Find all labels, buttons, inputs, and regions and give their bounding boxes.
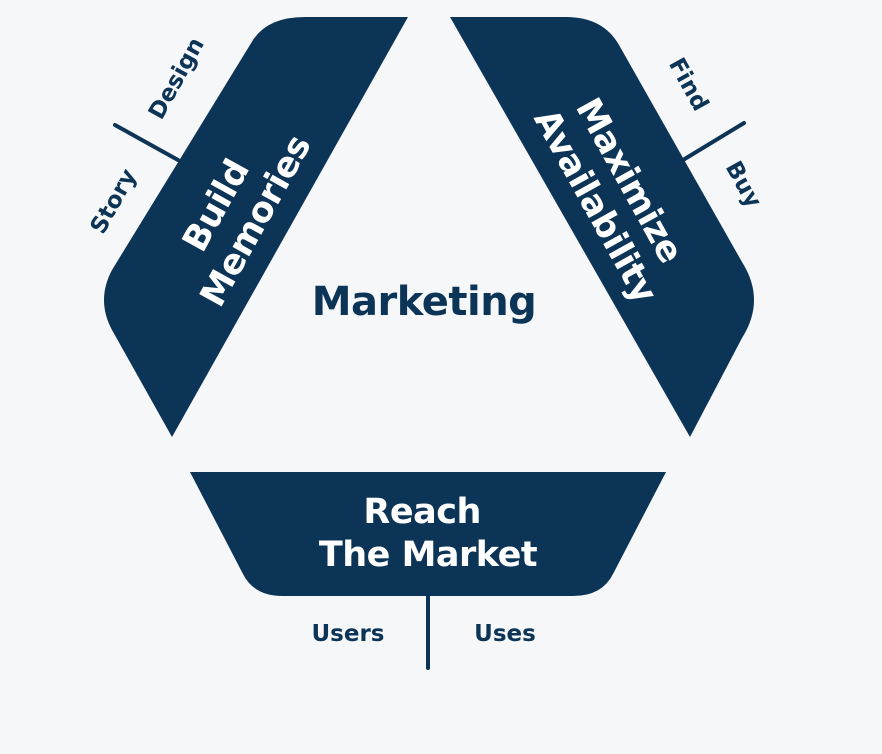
maximize-availability-panel [450, 17, 754, 437]
find-label: Find [663, 54, 713, 116]
maximize-availability-connector [681, 121, 746, 162]
uses-label: Uses [474, 621, 536, 647]
segment-maximize-availability: Maximize Availability Find Buy [450, 17, 766, 437]
segment-build-memories: Build Memories Design Story [86, 17, 408, 437]
segment-reach-the-market: Reach The Market Users Uses [190, 472, 666, 670]
buy-label: Buy [720, 157, 766, 212]
reach-the-market-panel [190, 472, 666, 596]
build-memories-connector [113, 123, 180, 162]
users-label: Users [312, 621, 385, 647]
design-label: Design [144, 33, 210, 124]
center-title: Marketing [312, 279, 537, 325]
reach-the-market-label: Reach The Market [319, 492, 537, 575]
reach-the-market-line2: The Market [319, 535, 537, 575]
reach-the-market-line1: Reach [363, 492, 480, 532]
story-label: Story [86, 165, 143, 239]
build-memories-panel [104, 17, 408, 437]
